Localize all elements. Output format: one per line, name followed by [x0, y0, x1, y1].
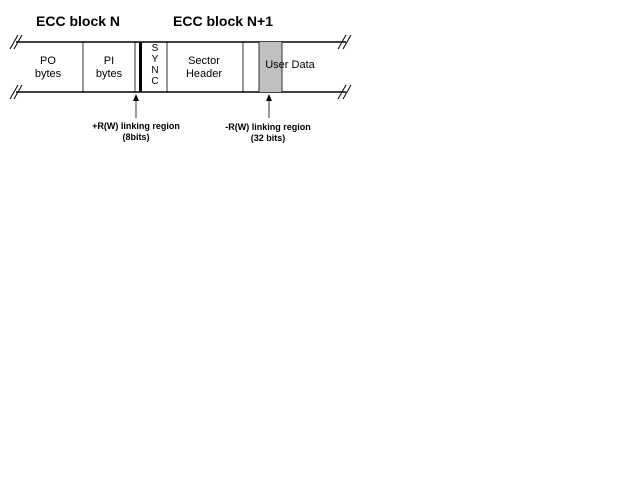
- po-label: PO: [40, 55, 56, 67]
- sync-letter-y: Y: [151, 54, 159, 65]
- left-break-mark-bottom: [9, 84, 23, 100]
- ecc-block-n1-title: ECC block N+1: [173, 13, 273, 29]
- minus-region-label: -R(W) linking region: [225, 122, 311, 132]
- plus-linking-region-bar: [139, 42, 142, 92]
- po-bytes-cell: PO bytes: [28, 55, 68, 81]
- plus-region-arrow: [133, 94, 139, 118]
- sync-letter-s: S: [151, 43, 159, 54]
- sector-label: Sector: [188, 55, 220, 67]
- plus-region-annotation: +R(W) linking region (8bits): [76, 121, 196, 143]
- pi-bytes-cell: PI bytes: [88, 55, 130, 81]
- pi-label: PI: [103, 55, 115, 67]
- plus-region-size: (8bits): [122, 132, 150, 142]
- right-break-mark-bottom: [337, 84, 352, 100]
- right-break-mark-top: [337, 34, 352, 50]
- header-label: Header: [185, 68, 223, 80]
- minus-region-annotation: -R(W) linking region (32 bits): [208, 122, 328, 144]
- plus-region-label: +R(W) linking region: [92, 121, 180, 131]
- pi-bytes-label: bytes: [95, 68, 123, 80]
- ecc-block-n-title: ECC block N: [36, 13, 121, 29]
- user-data-cell: User Data: [265, 59, 315, 71]
- sync-cell: S Y N C: [146, 43, 164, 87]
- minus-region-arrow: [266, 94, 272, 118]
- po-bytes-label: bytes: [34, 68, 62, 80]
- minus-linking-region-fill: [259, 42, 282, 92]
- minus-region-size: (32 bits): [250, 133, 286, 143]
- sync-letter-n: N: [151, 65, 159, 76]
- sync-letter-c: C: [151, 76, 159, 87]
- sector-header-cell: Sector Header: [173, 55, 235, 81]
- left-break-mark-top: [9, 34, 23, 50]
